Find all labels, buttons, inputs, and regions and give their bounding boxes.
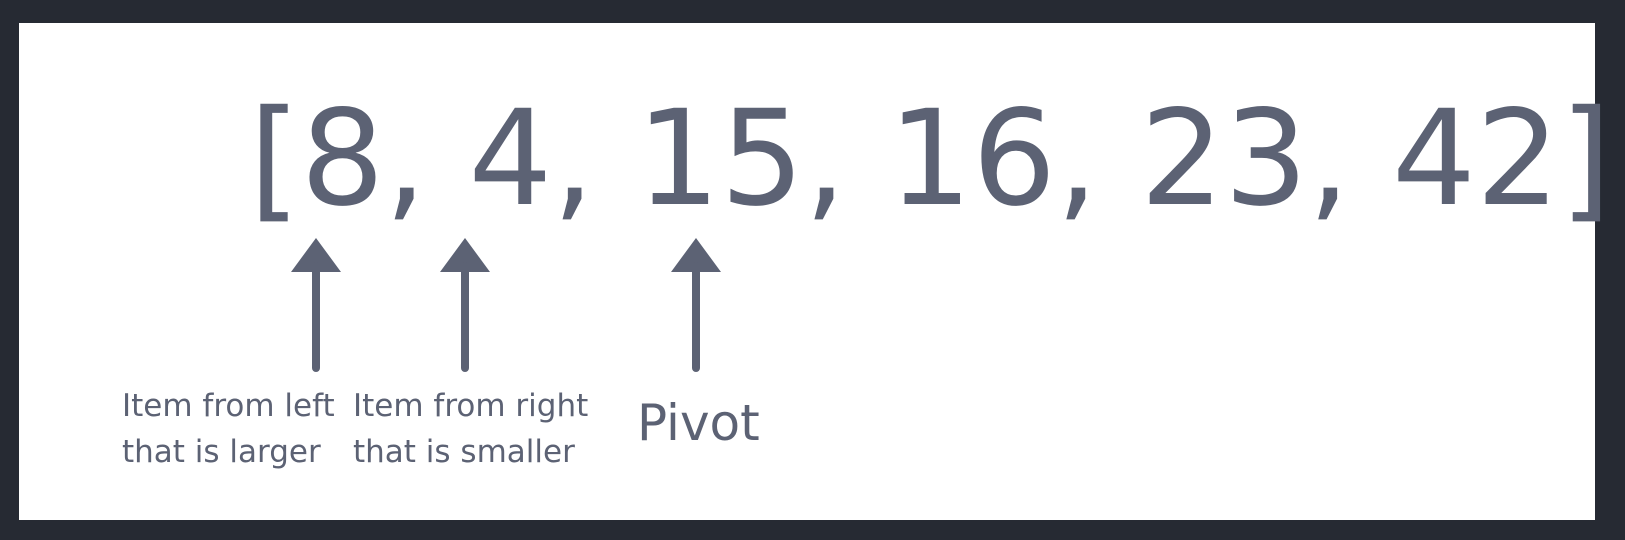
diagram-canvas: [8, 4, 15, 16, 23, 42] Item from left th… — [19, 23, 1611, 520]
label-right-line2: that is smaller — [353, 434, 575, 470]
label-left-line1: Item from left — [122, 388, 335, 424]
label-item-from-left: Item from left that is larger — [122, 383, 335, 475]
arrow-left-icon — [291, 238, 341, 372]
label-item-from-right: Item from right that is smaller — [353, 383, 588, 475]
arrow-pivot-icon — [671, 238, 721, 372]
arrow-right-icon — [440, 238, 490, 372]
array-text: [8, 4, 15, 16, 23, 42] — [249, 82, 1612, 236]
label-left-line2: that is larger — [122, 434, 321, 470]
label-right-line1: Item from right — [353, 388, 589, 424]
label-pivot: Pivot — [637, 394, 760, 452]
